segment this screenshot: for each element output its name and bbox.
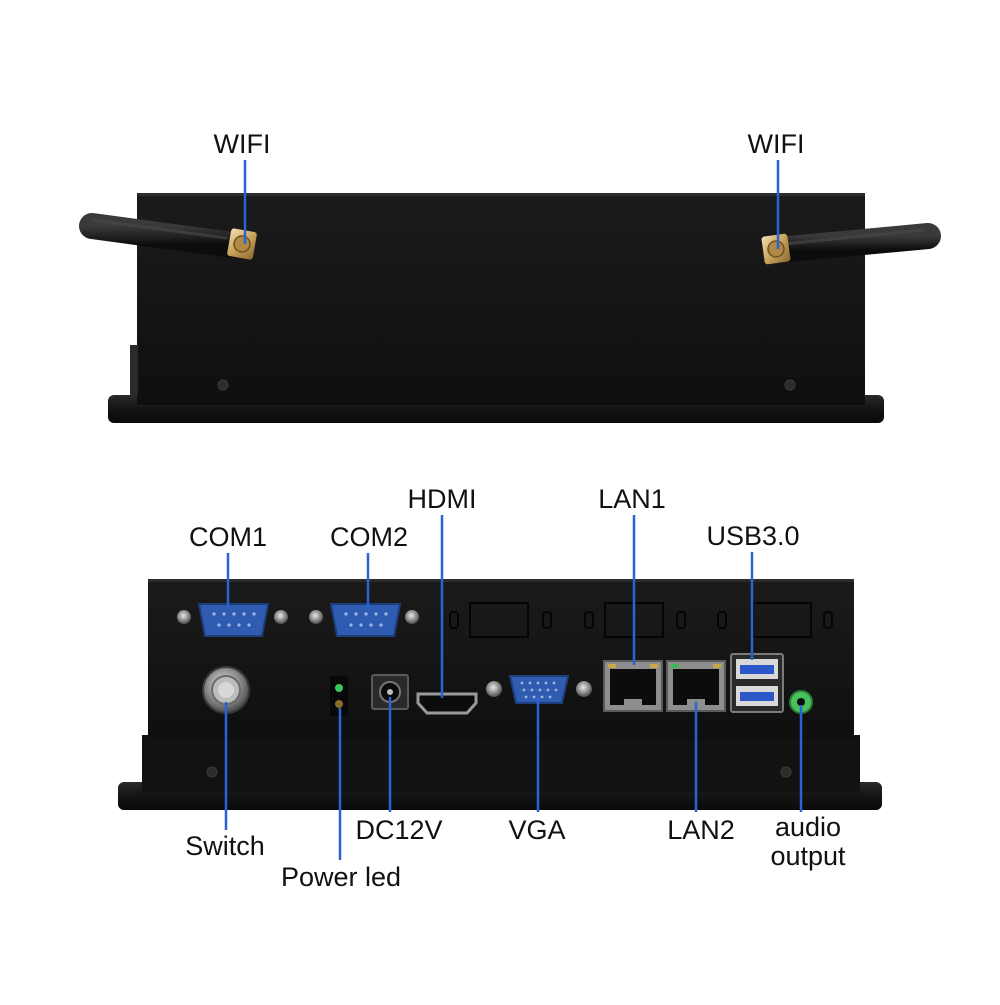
power-led	[330, 676, 348, 716]
top-side-tab	[130, 345, 138, 395]
label-audio-line2: output	[770, 841, 846, 871]
top-chassis-edge	[137, 193, 865, 196]
lan1-port	[603, 660, 663, 712]
rear-panel-edge	[148, 579, 854, 582]
label-vga: VGA	[508, 815, 566, 845]
label-power-led: Power led	[280, 862, 402, 892]
usb3-ports	[730, 653, 784, 713]
dc12v-jack	[371, 674, 409, 710]
rear-lower-screw-left	[206, 766, 218, 778]
callout-lines	[224, 160, 803, 860]
rear-lower-panel	[142, 735, 860, 793]
top-screw-right	[784, 379, 796, 391]
label-switch: Switch	[185, 831, 265, 861]
right-antenna	[761, 223, 941, 265]
label-audio-line1: audio	[774, 812, 842, 842]
label-wifi-left: WIFI	[213, 129, 271, 159]
top-view-device	[79, 193, 941, 423]
label-audio-output: audio output	[770, 813, 845, 871]
com1-port	[177, 603, 288, 637]
label-com2: COM2	[329, 522, 409, 552]
power-switch	[202, 666, 250, 714]
com2-port	[309, 603, 419, 637]
top-chassis	[137, 193, 865, 405]
rear-view-device	[118, 579, 882, 810]
label-lan1: LAN1	[598, 484, 666, 514]
rear-lower-screw-right	[780, 766, 792, 778]
hdmi-port	[416, 692, 478, 715]
knockout-blanks	[449, 602, 833, 638]
label-com1: COM1	[188, 522, 268, 552]
label-lan2: LAN2	[667, 815, 735, 845]
left-antenna	[79, 213, 257, 260]
label-usb3: USB3.0	[706, 521, 800, 551]
vga-port	[486, 675, 592, 704]
label-hdmi: HDMI	[407, 484, 477, 514]
top-screw-left	[217, 379, 229, 391]
label-wifi-right: WIFI	[747, 129, 805, 159]
label-dc12v: DC12V	[355, 815, 443, 845]
